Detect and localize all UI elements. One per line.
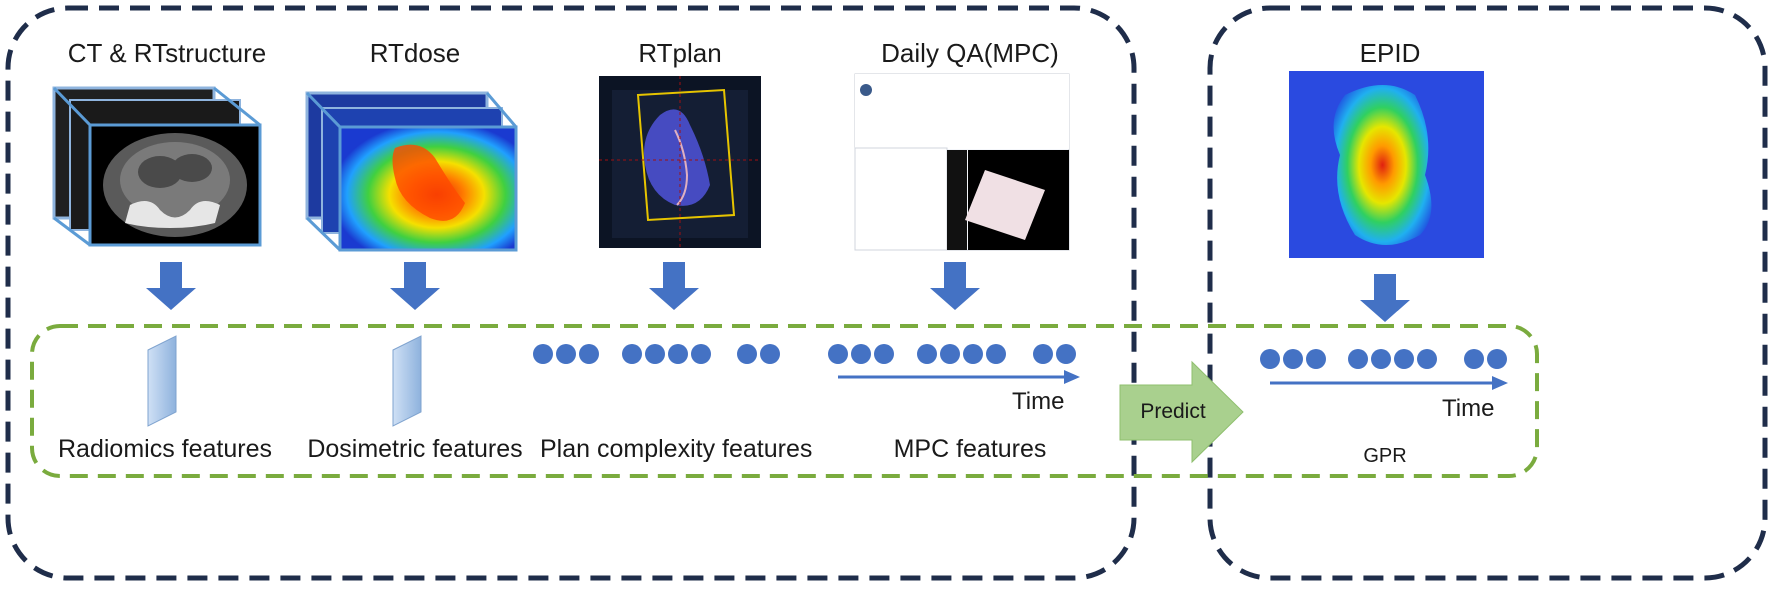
predict-arrow: [1119, 360, 1244, 464]
label-gpr: GPR: [1363, 445, 1407, 467]
feature-band: [30, 324, 1539, 478]
down-arrow-rtdose: [390, 262, 440, 310]
time-arrow-mpc: [838, 370, 1080, 384]
predict-label: Predict: [1140, 400, 1206, 423]
dosimetric-slab: [392, 335, 422, 427]
output-frame: [1207, 5, 1768, 581]
label-dosimetric-features: Dosimetric features: [307, 435, 523, 463]
time-label-mpc: Time: [1012, 388, 1065, 415]
down-arrow-ct: [146, 262, 196, 310]
rtplan-image: [599, 76, 761, 248]
title-rtdose: RTdose: [369, 38, 461, 68]
radiomics-slab: [147, 335, 177, 427]
time-arrow-gpr: [1270, 376, 1508, 390]
title-rtplan: RTplan: [638, 38, 722, 68]
dots-plan-complexity: [533, 344, 780, 364]
title-epid: EPID: [1359, 38, 1421, 68]
dots-mpc: [828, 344, 1076, 364]
down-arrow-rtplan: [649, 262, 699, 310]
down-arrow-mpc: [930, 262, 980, 310]
title-ct-rtstructure: CT & RTstructure: [67, 38, 267, 68]
input-frame: [5, 5, 1137, 581]
title-daily-qa: Daily QA(MPC): [881, 38, 1059, 68]
time-label-gpr: Time: [1442, 395, 1495, 422]
mpc-image: [854, 73, 1070, 251]
epid-image: [1289, 71, 1484, 258]
label-radiomics-features: Radiomics features: [58, 435, 272, 463]
down-arrow-epid: [1360, 274, 1410, 322]
dots-gpr: [1260, 349, 1507, 369]
ct-image: [52, 86, 262, 247]
rtdose-image: [305, 91, 518, 252]
label-mpc-features: MPC features: [893, 435, 1047, 463]
label-plan-complexity-features: Plan complexity features: [540, 435, 813, 463]
